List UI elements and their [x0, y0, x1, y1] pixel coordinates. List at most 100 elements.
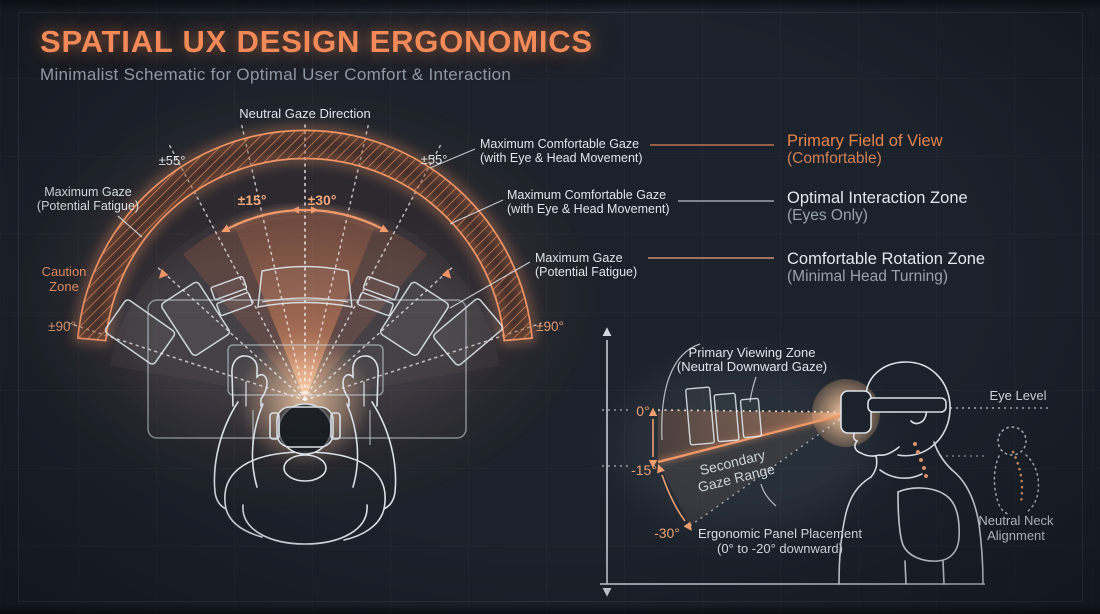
callout-mid-line1: Maximum Comfortable Gaze	[507, 188, 666, 202]
figure-front-dotted	[1025, 454, 1040, 512]
callout-top-line1: Maximum Comfortable Gaze	[480, 137, 639, 151]
arc-center-arrow-left-icon	[291, 206, 299, 214]
arc-arrow-left-icon	[221, 224, 231, 233]
legend-item-1-title: Primary Field of View	[787, 132, 943, 150]
legend-item-2-title: Optimal Interaction Zone	[787, 189, 968, 207]
angle-55-left-label: ±55°	[159, 153, 186, 168]
arc-center-arrow-right-icon	[311, 206, 319, 214]
monitor-array	[104, 265, 503, 366]
monitor-small	[216, 291, 253, 317]
ray-head-left	[155, 265, 306, 401]
angle-neg15-label: -15°	[631, 462, 657, 478]
arm-right-outer	[371, 401, 397, 510]
bracket-primary-zone	[661, 343, 701, 441]
neck-alignment-figure	[993, 426, 1040, 515]
spine-dot	[924, 474, 928, 478]
range-arrow-up-icon	[648, 407, 658, 416]
page-title: SPATIAL UX DESIGN ERGONOMICS	[40, 24, 593, 59]
primary-viewing-zone-line1: Primary Viewing Zone	[689, 345, 816, 360]
max-gaze-left-line1: Maximum Gaze	[44, 185, 132, 199]
head-range-arrow-right-icon	[441, 268, 452, 279]
angle-55-right-label: ±55°	[421, 152, 448, 167]
sleeve	[897, 487, 960, 562]
torso	[224, 451, 386, 541]
head-range-arrow-left-icon	[158, 268, 169, 279]
panel-placement-line2: (0° to -20° downward)	[717, 541, 843, 556]
leader-panel-placement	[760, 483, 777, 507]
leader-callout-mid	[449, 199, 504, 225]
legend: Primary Field of View (Comfortable) Opti…	[648, 132, 985, 285]
monitor-pair-right	[357, 275, 400, 317]
neutral-gaze-label: Neutral Gaze Direction	[239, 106, 371, 121]
arm-line-front	[904, 560, 907, 585]
neutral-neck-line1: Neutral Neck	[978, 513, 1054, 528]
angle-15-label: ±15°	[238, 192, 267, 208]
arc-line	[228, 208, 382, 230]
hand-left	[231, 355, 268, 407]
headset-strap	[867, 397, 947, 413]
sideview-diagram: Primary Viewing Zone (Neutral Downward G…	[600, 327, 1054, 597]
monitor-small	[210, 275, 248, 301]
vr-headset-topdown	[276, 406, 334, 448]
monitor-small	[357, 291, 394, 317]
side-panel-1	[685, 386, 715, 446]
neck-back	[933, 441, 953, 471]
callout-bottom-line2: (Potential Fatigue)	[535, 265, 637, 279]
neutral-neck-line2: Alignment	[987, 528, 1045, 543]
range-arrow-down-icon	[648, 460, 658, 469]
angle-90-right-label: ±90°	[536, 319, 564, 334]
gaze-rays	[68, 121, 542, 401]
caution-zone-line1: Caution	[42, 264, 87, 279]
headset-temple-right	[330, 412, 341, 440]
person-topdown	[213, 355, 397, 545]
torso-front	[838, 476, 872, 585]
angle-0-label: 0°	[636, 403, 649, 419]
monitor-pair-left	[210, 275, 253, 317]
panel-placement-line1: Ergonomic Panel Placement	[698, 526, 862, 541]
range-arrow-15-30	[661, 474, 686, 522]
axis-arrow-up-icon	[602, 327, 612, 336]
arm-line-back	[942, 560, 945, 585]
max-gaze-left-line2: (Potential Fatigue)	[37, 199, 139, 213]
ray-90-left	[68, 322, 306, 401]
sideview-haze	[615, 360, 875, 530]
angle-range-arrows	[648, 407, 692, 531]
band-hatched	[76, 129, 534, 342]
callout-top-line2: (with Eye & Head Movement)	[480, 151, 643, 165]
arc-arrow-right-icon	[379, 224, 389, 233]
neck-spine-dots	[913, 442, 928, 478]
angle-90-left-label: ±90°	[48, 319, 76, 334]
angle-30-label: ±30°	[308, 192, 337, 208]
neck	[283, 454, 327, 482]
person-sideview	[838, 361, 984, 585]
vr-headset-side	[840, 390, 872, 434]
zero-degree-line	[657, 409, 847, 413]
hand-right	[342, 355, 379, 407]
figure-spine-dots	[1011, 450, 1024, 505]
monitor-outer-left	[104, 299, 176, 365]
leader-max-gaze-left	[117, 215, 143, 238]
side-panels	[685, 386, 763, 446]
spine-dot	[913, 442, 917, 446]
header: SPATIAL UX DESIGN ERGONOMICS Minimalist …	[40, 24, 593, 85]
topdown-diagram: Neutral Gaze Direction ±15° ±30° ±55° ±5…	[37, 106, 670, 545]
ray-head-right	[304, 265, 455, 401]
range-arrow2-down-icon	[683, 521, 692, 531]
torso-back	[951, 469, 984, 585]
axes	[600, 327, 985, 597]
head-side	[865, 361, 951, 457]
sideview-leaders	[661, 343, 777, 507]
ray-90-right	[304, 322, 542, 401]
monitor-small	[362, 275, 400, 301]
monitor-center	[257, 265, 353, 308]
eye-level-label: Eye Level	[989, 388, 1046, 403]
neg15-degree-line	[657, 412, 847, 464]
legend-item-2-subtitle: (Eyes Only)	[787, 207, 868, 224]
angle-neg30-label: -30°	[654, 525, 680, 541]
spine-dot	[919, 458, 923, 462]
leader-callout-top	[429, 148, 476, 169]
callout-mid-line2: (with Eye & Head Movement)	[507, 202, 670, 216]
primary-viewing-zone-line2: (Neutral Downward Gaze)	[677, 359, 827, 374]
